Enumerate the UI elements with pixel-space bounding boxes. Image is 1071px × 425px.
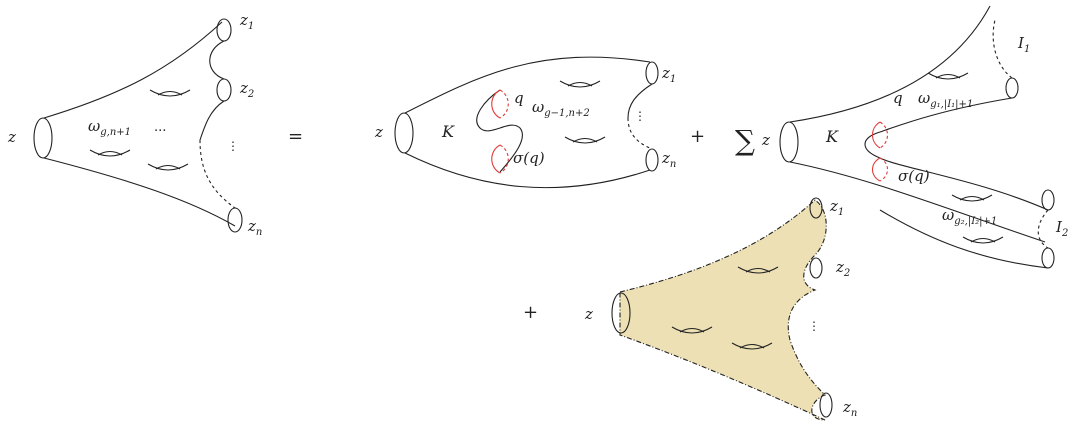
term2-surface xyxy=(779,5,1055,269)
term1-zn-label: zn xyxy=(661,149,676,170)
term3-zn-label: zn xyxy=(842,398,857,419)
term3-z1-label: z1 xyxy=(829,197,844,218)
term1-vdots: ⋮ xyxy=(634,109,646,123)
lhs-z2-label: z2 xyxy=(239,79,254,100)
lhs-zn-label: zn xyxy=(247,217,262,238)
lhs-omega-label: ωg,n+1 xyxy=(88,117,131,138)
lhs-z1-label: z1 xyxy=(239,11,254,32)
term1-z1-label: z1 xyxy=(661,64,676,85)
lhs-z-label: z xyxy=(7,128,16,146)
term2-K-label: K xyxy=(825,127,839,146)
lhs-vdots: ⋮ xyxy=(227,139,239,153)
term1-q-label: q xyxy=(514,89,524,107)
plus-sign-1: + xyxy=(690,126,705,147)
term2-z-label: z xyxy=(761,131,770,149)
plus-sign-2: + xyxy=(523,302,538,323)
term2-q-label: q xyxy=(893,89,903,107)
term1-sigma-q-label: σ(q) xyxy=(513,149,545,167)
term2-I1-label: I1 xyxy=(1017,34,1030,55)
term2-sigma-q-label: σ(q) xyxy=(898,167,930,185)
term1-omega-label: ωg−1,n+2 xyxy=(532,98,590,119)
sum-symbol: ∑ xyxy=(735,124,755,157)
term1-surface xyxy=(394,56,659,189)
lhs-dots: ... xyxy=(154,120,166,135)
term3-z2-label: z2 xyxy=(835,258,850,279)
term3-shaded-surface xyxy=(611,197,833,421)
term2-omega2-label: ωg₂,|I₂|+1 xyxy=(942,206,997,227)
term1-z-label: z xyxy=(374,123,383,141)
term3-z-label: z xyxy=(584,305,593,323)
term3-vdots: ⋮ xyxy=(808,319,820,333)
term2-I2-label: I2 xyxy=(1055,218,1068,239)
term1-K-label: K xyxy=(441,122,455,141)
lhs-surface xyxy=(33,18,243,233)
term2-omega1-label: ωg₁,|I₁|+1 xyxy=(918,89,973,110)
equals-sign: = xyxy=(288,126,303,147)
